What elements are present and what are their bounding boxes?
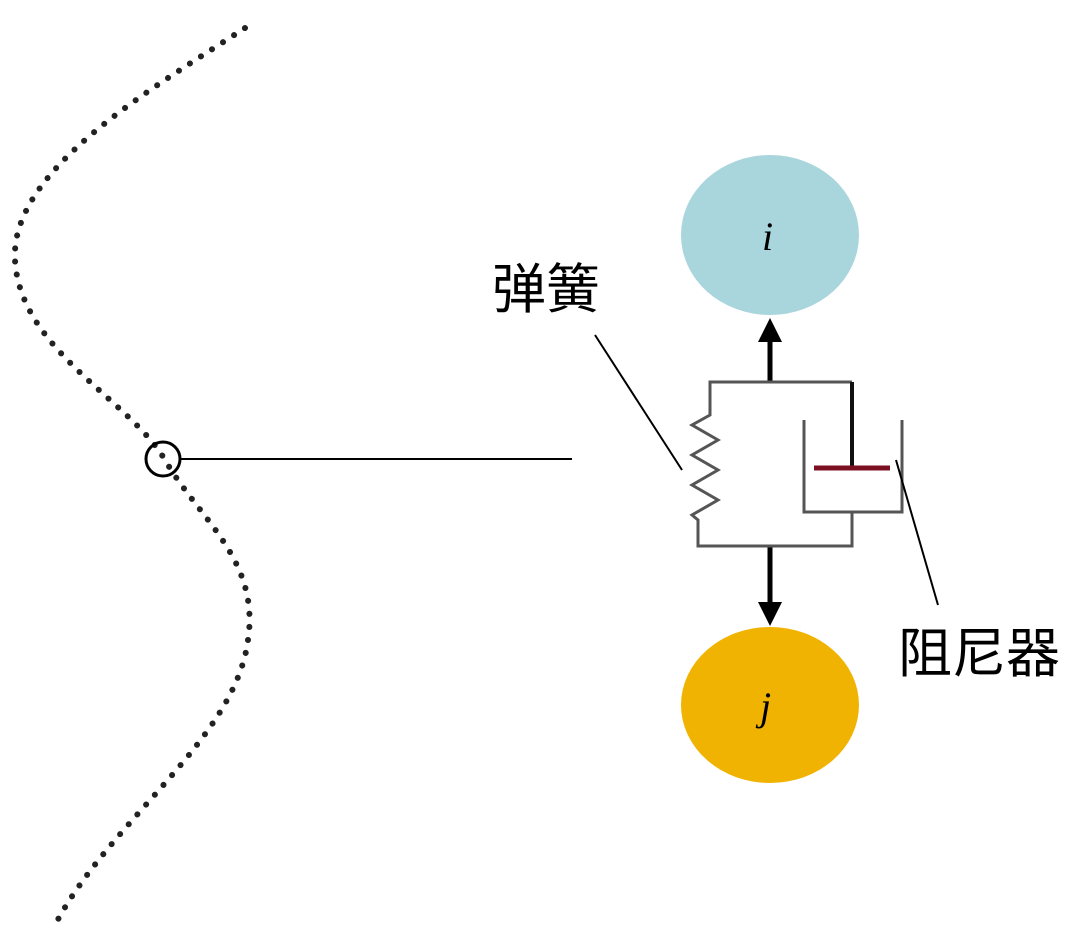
particle-marker bbox=[144, 440, 182, 478]
damper-leader bbox=[895, 459, 939, 606]
damper bbox=[802, 382, 904, 514]
dotted-curve bbox=[11, 25, 253, 928]
arrow-down bbox=[758, 546, 782, 626]
node-i-label: i bbox=[762, 214, 773, 259]
node-i bbox=[681, 155, 859, 315]
arrow-up bbox=[758, 318, 782, 382]
spring-leader bbox=[594, 334, 683, 471]
node-j-label: j bbox=[755, 684, 771, 729]
node-j bbox=[681, 627, 859, 783]
damper-label: 阻尼器 bbox=[898, 622, 1060, 685]
spring-label: 弹簧 bbox=[492, 258, 600, 321]
spring bbox=[688, 380, 854, 548]
